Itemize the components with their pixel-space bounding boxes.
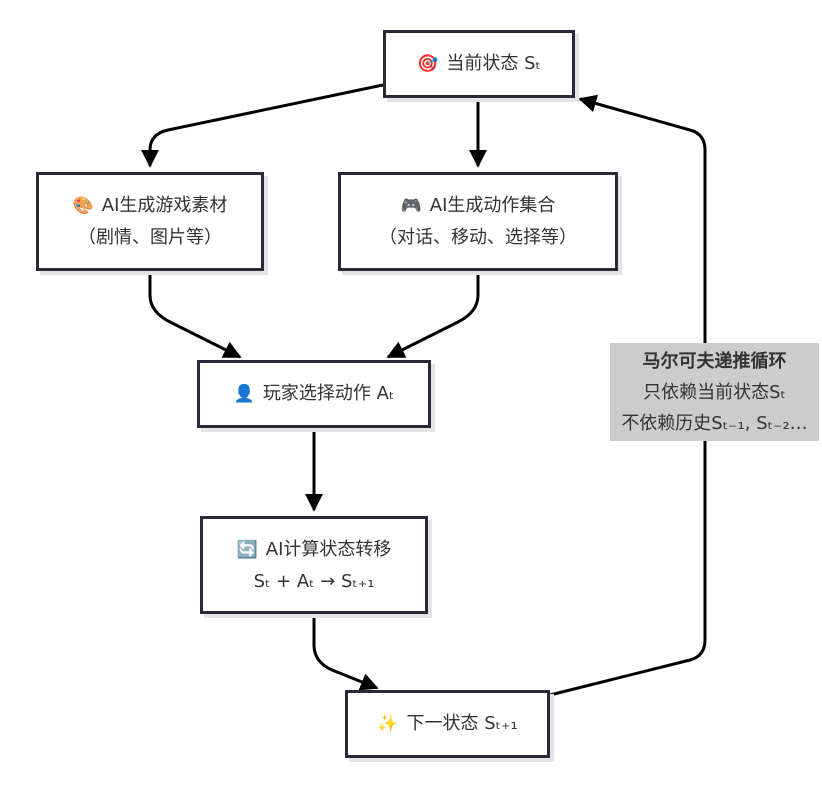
node-label: 下一状态 Sₜ₊₁ [406, 713, 518, 734]
node-label: AI生成游戏素材 [101, 195, 228, 216]
edge-actions-player [386, 271, 480, 359]
node-label: 玩家选择动作 Aₜ [262, 383, 395, 404]
refresh-icon: 🔄 [236, 539, 258, 560]
edge-compute-next [312, 614, 379, 691]
node-ai-compute[interactable]: 🔄 AI计算状态转移 Sₜ + Aₜ → Sₜ₊₁ [200, 516, 428, 614]
node-sublabel: （对话、移动、选择等） [379, 227, 577, 248]
edge-label-title: 马尔可夫递推循环 [642, 350, 787, 372]
gamepad-icon: 🎮 [400, 196, 422, 216]
edge-label-markov: 马尔可夫递推循环 只依赖当前状态Sₜ 不依赖历史Sₜ₋₁, Sₜ₋₂… [610, 343, 819, 441]
node-sublabel: Sₜ + Aₜ → Sₜ₊₁ [253, 570, 375, 592]
node-label: AI生成动作集合 [429, 195, 556, 216]
node-label: AI计算状态转移 [265, 538, 392, 560]
node-current-state[interactable]: 🎯 当前状态 Sₜ [383, 30, 575, 98]
node-ai-actions[interactable]: 🎮 AI生成动作集合 （对话、移动、选择等） [338, 172, 618, 271]
node-sublabel: （剧情、图片等） [78, 227, 222, 248]
node-next-state[interactable]: ✨ 下一状态 Sₜ₊₁ [345, 690, 550, 758]
node-player-choice[interactable]: 👤 玩家选择动作 Aₜ [197, 360, 431, 428]
sparkles-icon: ✨ [377, 714, 399, 734]
edge-assets-player [148, 271, 242, 359]
target-icon: 🎯 [417, 54, 439, 74]
palette-icon: 🎨 [72, 196, 94, 216]
edge-label-line: 不依赖历史Sₜ₋₁, Sₜ₋₂… [621, 412, 808, 434]
edge-label-line: 只依赖当前状态Sₜ [643, 381, 786, 403]
edge-current-assets [141, 83, 384, 168]
node-ai-assets[interactable]: 🎨 AI生成游戏素材 （剧情、图片等） [36, 172, 264, 271]
user-icon: 👤 [233, 384, 255, 404]
node-label: 当前状态 Sₜ [446, 53, 541, 74]
